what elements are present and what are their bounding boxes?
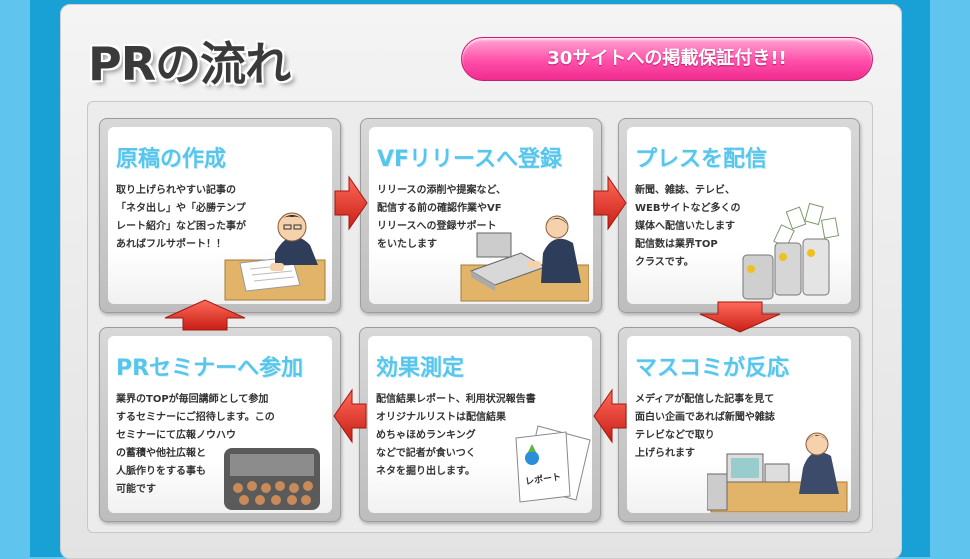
step-description: メディアが配信した記事を見て 面白い企画であれば新聞や雑誌 テレビなどで取り 上…	[635, 394, 775, 459]
seminar-photo	[224, 448, 320, 510]
arrow-left-icon	[333, 388, 367, 444]
arrow-down-icon	[699, 301, 781, 333]
step-description: 取り上げられやすい記事の 「ネタ出し」や「必勝テンプ レート紹介」など困った事が…	[116, 185, 246, 250]
arrow-up-icon	[164, 299, 246, 331]
server-illustration	[742, 202, 840, 300]
step-card-register: VFリリースへ登録 リリースの添削や提案など、 配信する前の確認作業やVF リリ…	[360, 118, 602, 313]
report-illustration	[515, 425, 591, 503]
guarantee-banner[interactable]: 30サイトへの掲載保証付き!!	[461, 37, 873, 81]
step-title: マスコミが反応	[635, 356, 790, 381]
step-title: プレスを配信	[635, 147, 768, 172]
step-title: 原稿の作成	[116, 147, 227, 172]
arrow-right-icon	[593, 175, 627, 231]
step-title: 効果測定	[376, 356, 465, 381]
step-description: 新聞、雑誌、テレビ、 WEBサイトなど多くの 媒体へ配信いたします 配信数は業界…	[635, 185, 741, 268]
page-title: PRの流れ	[88, 37, 291, 91]
media-staff-illustration	[707, 432, 848, 513]
step-description: リリースの添削や提案など、 配信する前の確認作業やVF リリースへの登録サポート…	[377, 185, 506, 250]
step-card-draft: 原稿の作成 取り上げられやすい記事の 「ネタ出し」や「必勝テンプ レート紹介」な…	[99, 118, 341, 313]
step-card-media-response: マスコミが反応 メディアが配信した記事を見て 面白い企画であれば新聞や雑誌 テレ…	[618, 327, 860, 522]
step-title: VFリリースへ登録	[377, 147, 562, 172]
step-description: 配信結果レポート、利用状況報告書 オリジナルリストは配信結果 めちゃほめランキン…	[376, 394, 536, 477]
step-card-seminar: PRセミナーへ参加 業界のTOPが毎回講師として参加 するセミナーにご招待します…	[99, 327, 341, 522]
step-card-distribute: プレスを配信 新聞、雑誌、テレビ、 WEBサイトなど多くの 媒体へ配信いたします…	[618, 118, 860, 313]
step-card-measurement: 効果測定 配信結果レポート、利用状況報告書 オリジナルリストは配信結果 めちゃほ…	[359, 327, 601, 522]
arrow-left-icon	[593, 388, 627, 444]
arrow-right-icon	[334, 175, 368, 231]
step-description: 業界のTOPが毎回講師として参加 するセミナーにご招待します。この セミナーにて…	[116, 394, 275, 495]
step-title: PRセミナーへ参加	[116, 356, 304, 381]
writer-illustration	[224, 212, 326, 301]
computer-worker-illustration	[460, 215, 589, 302]
